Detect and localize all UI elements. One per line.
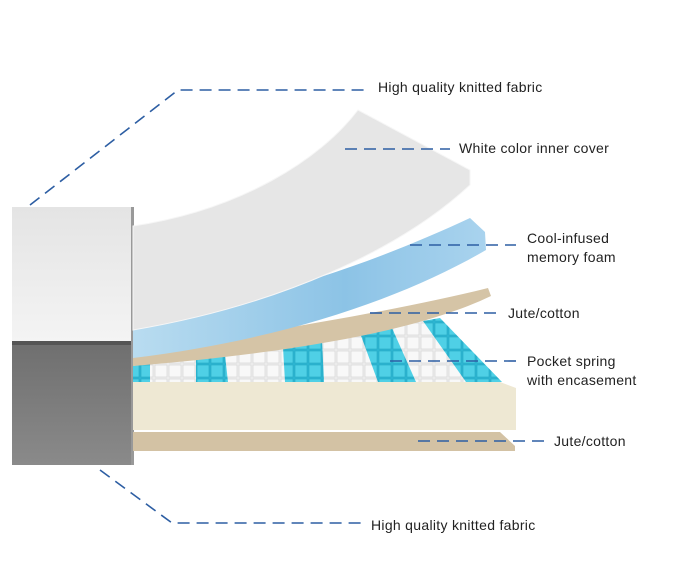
fabric-seam [12,341,133,345]
bottom-jute-layer [133,432,515,451]
label-spring-1: Pocket spring [527,353,616,369]
base-foam-layer [133,382,516,430]
mattress-cross-section [12,207,134,465]
label-top-fabric: High quality knitted fabric [378,79,543,95]
label-inner-cover: White color inner cover [459,140,609,156]
label-jute-top: Jute/cotton [508,305,580,321]
top-knitted-fabric [12,207,133,343]
bottom-knitted-fabric [12,343,133,465]
label-memory-foam-1: Cool-infused [527,230,609,246]
leader-line-top-fabric [29,89,370,206]
label-jute-bottom: Jute/cotton [554,433,626,449]
label-memory-foam-2: memory foam [527,249,616,265]
leader-line-bottom-fabric [99,469,362,524]
top-jute-layer [133,288,491,366]
block-edge [131,207,134,465]
label-bottom-fabric: High quality knitted fabric [371,517,536,533]
label-spring-2: with encasement [526,372,637,388]
pocket-spring-layer [133,318,502,382]
memory-foam-layer [133,218,486,358]
inner-cover-layer [132,109,471,331]
